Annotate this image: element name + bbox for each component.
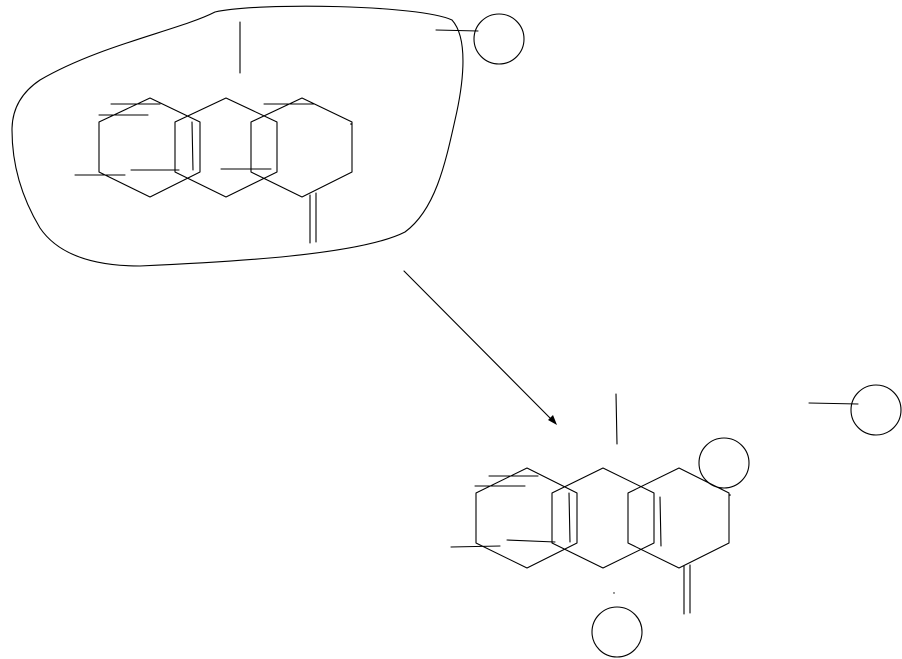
product-dot: [729, 494, 731, 496]
reactant-dot: [350, 123, 352, 125]
product-ring-left: [476, 468, 577, 568]
product-double-bond-inner: [660, 497, 661, 546]
reactant-molecule[interactable]: [75, 14, 524, 243]
product-atom-circle[interactable]: [851, 385, 901, 435]
arrow-shaft: [404, 271, 553, 421]
arrow-head: [548, 415, 557, 425]
product-ring-middle: [552, 468, 654, 568]
reactant-double-bond-inner: [192, 122, 193, 170]
product-molecule[interactable]: [451, 385, 901, 657]
reactant-substituent-bond: [436, 30, 478, 31]
reactant-ring-right: [251, 98, 352, 197]
product-atom-circle[interactable]: [592, 607, 642, 657]
product-atom-circle[interactable]: [699, 438, 749, 488]
product-substituent-bond: [809, 403, 858, 404]
product-ring-right: [628, 468, 729, 568]
product-dot: [613, 592, 615, 594]
reactant-atom-circle[interactable]: [474, 14, 524, 64]
product-double-bond-inner: [507, 540, 555, 542]
reaction-arrow[interactable]: [404, 271, 557, 425]
reactant-ring-left: [99, 98, 200, 197]
product-double-bond-inner: [569, 493, 570, 542]
reactant-ring-middle: [175, 98, 277, 197]
selection-lasso[interactable]: [12, 6, 463, 266]
product-top-bond: [616, 394, 617, 444]
product-left-substituent: [451, 546, 500, 547]
